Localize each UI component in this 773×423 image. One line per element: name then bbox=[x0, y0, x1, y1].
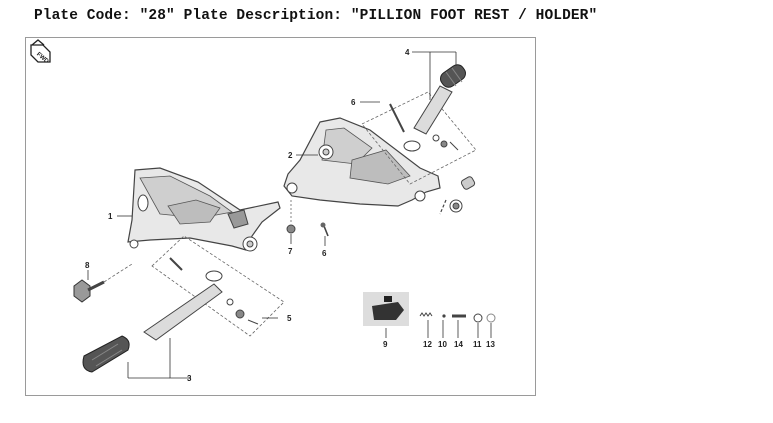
part-6-screw-lower[interactable] bbox=[320, 222, 329, 237]
callout-3: 3 bbox=[187, 374, 192, 383]
part-5-assembly-box bbox=[151, 235, 285, 337]
part-8-bolt[interactable] bbox=[73, 263, 133, 303]
part-2-holder-right[interactable] bbox=[283, 117, 441, 207]
callout-7: 7 bbox=[288, 247, 293, 256]
part-12-spring[interactable] bbox=[419, 312, 433, 317]
part-13-ring[interactable] bbox=[486, 313, 496, 323]
part-1-holder-left[interactable] bbox=[127, 167, 281, 252]
parts-diagram-frame bbox=[25, 37, 536, 396]
callout-8: 8 bbox=[85, 261, 90, 270]
callout-12: 12 bbox=[423, 340, 432, 349]
callout-11: 11 bbox=[473, 340, 482, 349]
callout-6-lower: 6 bbox=[322, 249, 327, 258]
fwd-arrow-icon: FWD bbox=[30, 39, 51, 65]
plate-title: Plate Code: "28" Plate Description: "PIL… bbox=[34, 8, 598, 24]
part-9-latch[interactable] bbox=[363, 292, 409, 326]
part-bolt-assembly-right[interactable] bbox=[439, 176, 476, 215]
part-7-nut[interactable] bbox=[286, 224, 296, 234]
part-3-footpeg-left[interactable] bbox=[82, 257, 259, 373]
leader-lines bbox=[87, 51, 492, 379]
callout-4: 4 bbox=[405, 48, 410, 57]
callout-5: 5 bbox=[287, 314, 292, 323]
part-10-pin[interactable] bbox=[442, 314, 446, 318]
part-4-footpeg-right[interactable] bbox=[389, 62, 468, 152]
callout-10: 10 bbox=[438, 340, 447, 349]
part-11-washer[interactable] bbox=[473, 313, 483, 323]
callout-9: 9 bbox=[383, 340, 388, 349]
callout-14: 14 bbox=[454, 340, 463, 349]
callout-2: 2 bbox=[288, 151, 293, 160]
callout-1: 1 bbox=[108, 212, 113, 221]
callout-13: 13 bbox=[486, 340, 495, 349]
callout-6-upper: 6 bbox=[351, 98, 356, 107]
